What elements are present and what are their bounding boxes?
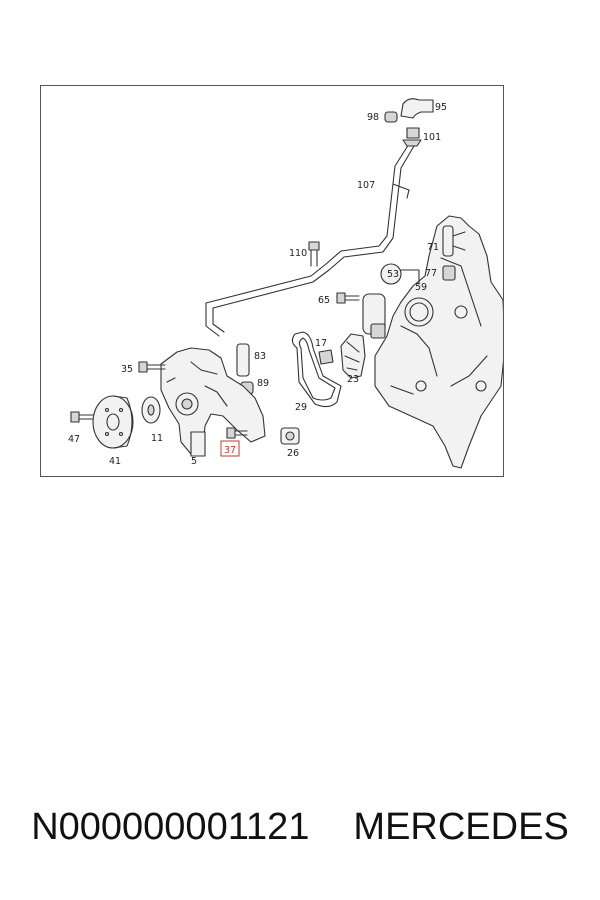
bolt-110 <box>308 241 320 267</box>
impeller-23 <box>340 333 366 379</box>
callout-17: 17 <box>315 338 327 349</box>
seal-17 <box>318 349 334 365</box>
callout-53: 53 <box>387 269 399 280</box>
bolt-47 <box>70 411 94 423</box>
callout-37[interactable]: 37 <box>224 445 236 456</box>
callout-77: 77 <box>425 268 437 279</box>
hub-11 <box>141 396 161 424</box>
parts-diagram-frame: 95 98 101 107 110 71 53 77 59 65 17 83 3… <box>40 85 504 477</box>
drive-belt-29 <box>291 331 342 408</box>
callout-95: 95 <box>435 102 447 113</box>
callout-26: 26 <box>287 448 299 459</box>
timing-cover <box>374 215 503 469</box>
cover-bolt-hole <box>415 380 427 392</box>
seal-ring-59 <box>404 297 434 327</box>
pulley-41 <box>92 395 134 449</box>
callout-29: 29 <box>295 402 307 413</box>
cover-bolt-hole <box>475 380 487 392</box>
callout-83: 83 <box>254 351 266 362</box>
sensor-71 <box>442 225 466 257</box>
bolt-65 <box>336 292 360 304</box>
callout-59: 59 <box>415 282 427 293</box>
coolant-pipe-inner <box>212 145 415 333</box>
callout-89: 89 <box>257 378 269 389</box>
callout-110: 110 <box>289 248 307 259</box>
callout-35: 35 <box>121 364 133 375</box>
pump-housing-detail <box>166 361 228 407</box>
bushing-26 <box>280 427 300 445</box>
brand-name: MERCEDES <box>353 806 569 848</box>
clamp-98 <box>384 111 398 123</box>
cover-bolt-hole <box>454 305 468 319</box>
coolant-pipe <box>205 143 410 337</box>
plug-77 <box>442 265 456 281</box>
bolt-35 <box>138 361 166 373</box>
exploded-parts-diagram: 95 98 101 107 110 71 53 77 59 65 17 83 3… <box>68 98 503 469</box>
highlight-box-37[interactable] <box>220 440 240 457</box>
callout-107: 107 <box>357 180 375 191</box>
callout-11: 11 <box>151 433 163 444</box>
hose-95 <box>400 98 434 119</box>
part-caption: N000000001121 MERCEDES <box>0 806 600 849</box>
timing-cover-detail <box>390 257 488 395</box>
pump-shaft <box>181 398 193 410</box>
callout-71: 71 <box>427 242 439 253</box>
callout-47: 47 <box>68 434 80 445</box>
thermostat-housing-53 <box>362 263 420 339</box>
drive-belt-29-inner <box>298 337 336 401</box>
callout-5: 5 <box>191 456 197 467</box>
callout-98: 98 <box>367 112 379 123</box>
sleeve-83 <box>236 343 250 377</box>
water-pump-housing <box>160 347 266 455</box>
callout-65: 65 <box>318 295 330 306</box>
pump-bearing <box>175 392 199 416</box>
bolt-37 <box>226 427 248 439</box>
pump-outlet-pipe <box>190 431 206 457</box>
callout-41: 41 <box>109 456 121 467</box>
callout-23: 23 <box>347 374 359 385</box>
part-number: N000000001121 <box>31 806 310 848</box>
pipe-bracket <box>392 183 410 199</box>
fitting-101 <box>402 127 422 147</box>
callout-101: 101 <box>423 132 441 143</box>
seal-ring-59-inner <box>409 302 429 322</box>
